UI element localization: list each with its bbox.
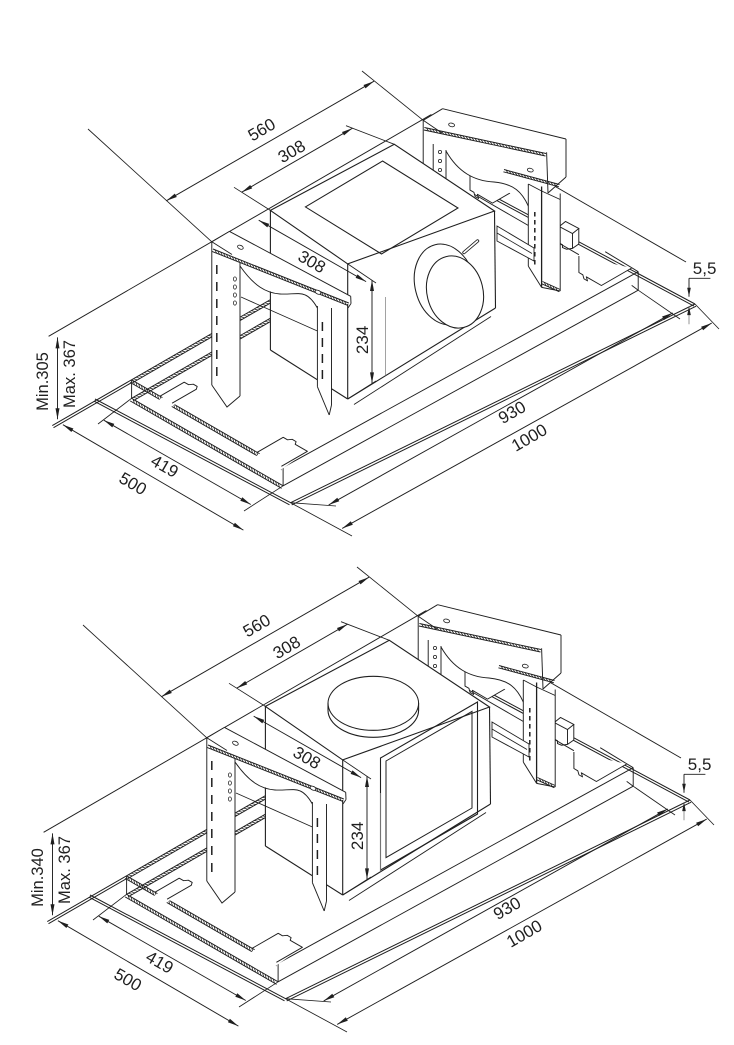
svg-text:234: 234 bbox=[348, 822, 367, 850]
svg-text:234: 234 bbox=[353, 326, 372, 354]
svg-text:Min.340: Min.340 bbox=[29, 848, 47, 907]
svg-text:5,5: 5,5 bbox=[693, 259, 717, 278]
svg-text:Max. 367: Max. 367 bbox=[56, 836, 74, 904]
svg-text:5,5: 5,5 bbox=[688, 755, 712, 774]
svg-text:Max. 367: Max. 367 bbox=[61, 340, 79, 408]
svg-text:Min.305: Min.305 bbox=[34, 352, 52, 411]
